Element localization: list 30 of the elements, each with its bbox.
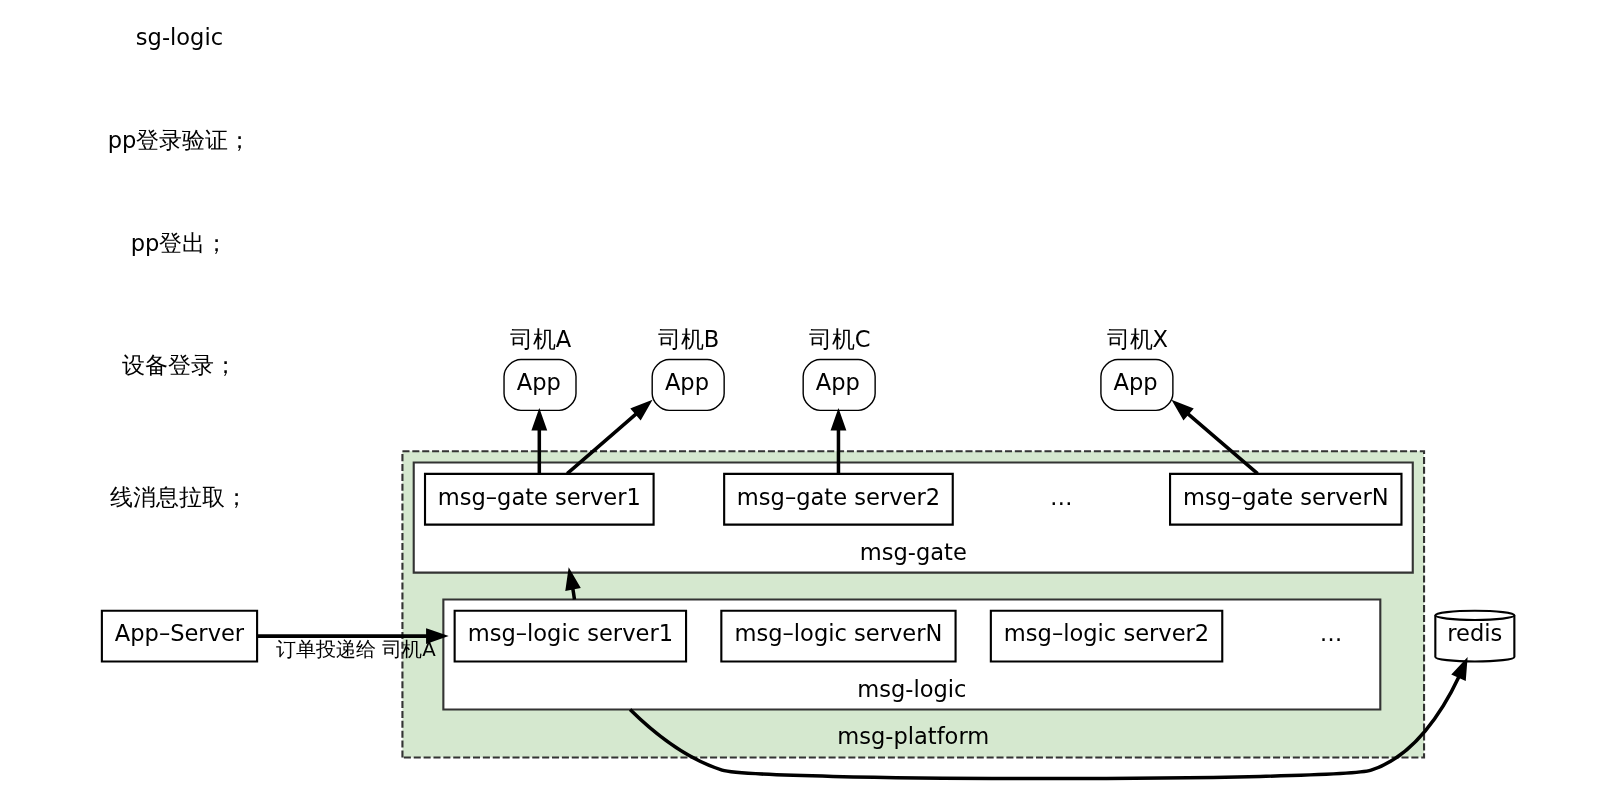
label: 设备登录；	[121, 352, 237, 379]
arrow	[531, 407, 548, 474]
arrow	[257, 628, 449, 645]
node-label: 司机A	[509, 325, 572, 352]
arrow	[628, 657, 1468, 781]
label: pp登出；	[130, 229, 229, 256]
arrow	[565, 567, 581, 600]
node-box: App	[1100, 358, 1174, 412]
node-label: 司机X	[1106, 325, 1169, 352]
label: pp登录验证；	[107, 126, 252, 153]
node-box: msg–gate server2	[723, 472, 954, 526]
label: …	[1050, 483, 1073, 510]
node-box: msg–logic server1	[453, 609, 688, 663]
node-box: msg–logic serverN	[720, 609, 957, 663]
edge-label: 订单投递给 司机A	[275, 638, 436, 662]
node-label: 司机C	[808, 325, 871, 352]
node-box: App	[651, 358, 725, 412]
label: sg-logic	[135, 23, 224, 50]
arrow	[830, 407, 847, 474]
arrow	[1171, 399, 1259, 476]
arrow	[566, 399, 653, 475]
label: 线消息拉取；	[110, 483, 249, 510]
label: …	[1319, 620, 1343, 647]
node-box: msg–gate server1	[423, 472, 655, 526]
node-box: msg–logic server2	[989, 609, 1224, 663]
node-box: App	[802, 358, 876, 412]
node-box: msg–gate serverN	[1169, 472, 1403, 526]
node-box: App	[503, 358, 577, 412]
node-box: App–Server	[100, 609, 259, 663]
node-label: 司机B	[657, 325, 720, 352]
